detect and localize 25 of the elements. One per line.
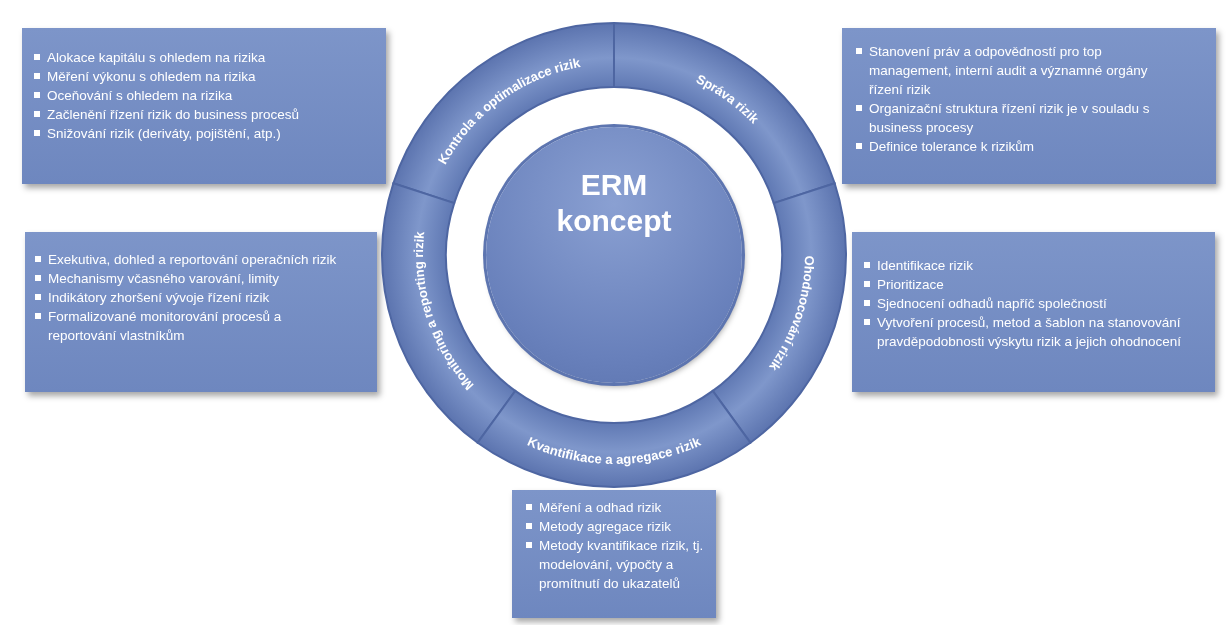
bullet-item: Měření výkonu s ohledem na rizika [34, 67, 392, 86]
bullet-item: Sjednocení odhadů napříč společností [864, 294, 1217, 313]
bullet-item: Organizační struktura řízení rizik je v souladu s business procesy [856, 99, 1169, 137]
center-title: ERM koncept [555, 167, 673, 239]
bullet-item: Prioritizace [864, 275, 1217, 294]
bullet-item: Začlenění řízení rizik do business procesů [34, 105, 392, 124]
info-panel [25, 232, 377, 392]
info-panel [842, 28, 1216, 184]
bullet-item: Snižování rizik (deriváty, pojištění, atp.) [34, 124, 392, 143]
bullet-item: Formalizované monitorování procesů a reportování vlastníkům [35, 307, 338, 345]
info-panel [22, 28, 386, 184]
bullet-item: Definice tolerance k rizikům [856, 137, 1169, 156]
bullet-item: Identifikace rizik [864, 256, 1217, 275]
bullet-item: Metody agregace rizik [526, 517, 724, 536]
bullet-item: Exekutiva, dohled a reportování operačních rizik [35, 250, 338, 269]
bullet-item: Vytvoření procesů, metod a šablon na stanovování pravděpodobnosti výskytu rizik a jejich ohodnocení [864, 313, 1217, 351]
bullet-item: Alokace kapitálu s ohledem na rizika [34, 48, 392, 67]
info-panel [512, 490, 716, 618]
bullet-item: Mechanismy včasného varování, limity [35, 269, 338, 288]
bullet-item: Stanovení práv a odpovědností pro top management, interní audit a významné orgány řízení rizik [856, 42, 1169, 99]
bullet-item: Oceňování s ohledem na rizika [34, 86, 392, 105]
bullet-item: Metody kvantifikace rizik, tj. modelování, výpočty a promítnutí do ukazatelů [526, 536, 724, 593]
info-panel [852, 232, 1215, 392]
bullet-item: Měření a odhad rizik [526, 498, 724, 517]
bullet-item: Indikátory zhoršení vývoje řízení rizik [35, 288, 338, 307]
